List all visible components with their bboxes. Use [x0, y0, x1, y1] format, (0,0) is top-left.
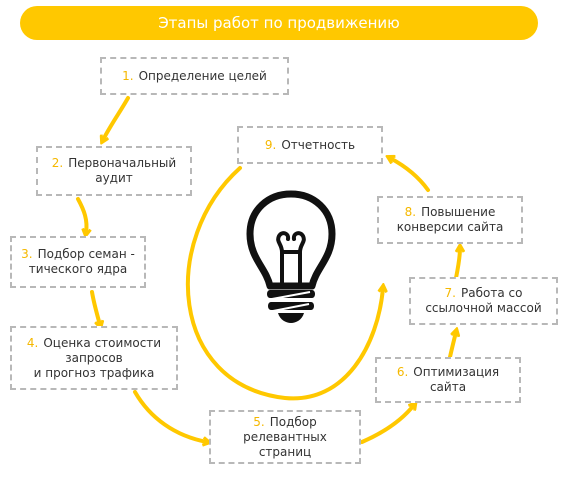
arrow-6-7: [448, 332, 456, 359]
step-1: 1. Определение целей: [100, 57, 289, 95]
step-5-line-2: страниц: [258, 444, 312, 459]
arrow-5-6: [360, 405, 414, 444]
step-4-line-2: запросов: [65, 350, 123, 365]
step-8-line-1: Повышение: [421, 205, 496, 219]
step-9-number: 9.: [264, 137, 277, 152]
step-2-number: 2.: [51, 156, 64, 170]
arrow-8-9: [390, 158, 430, 192]
arrow-1-2: [103, 96, 130, 140]
step-1-text: 1. Определение целей: [122, 69, 267, 84]
step-7-number: 7.: [444, 286, 456, 300]
step-4-line-3: и прогноз трафика: [33, 365, 155, 380]
arrow-2-3: [76, 197, 87, 233]
step-9-text: 9. Отчетность: [265, 138, 355, 153]
lightbulb-icon: [246, 190, 336, 323]
step-9: 9. Отчетность: [237, 126, 383, 164]
step-1-number: 1.: [122, 68, 134, 83]
step-6-number: 6.: [396, 365, 409, 379]
step-8-line-2: конверсии сайта: [396, 220, 504, 234]
step-6-line-2: сайта: [429, 380, 467, 394]
step-2-line-1: Первоначальный: [68, 156, 177, 170]
step-5-line-1: Подбор релевантных: [243, 414, 327, 444]
title-banner: Этапы работ по продвижению: [20, 6, 538, 40]
step-3: 3. Подбор семан -тического ядра: [10, 236, 146, 288]
arrow-4-5: [133, 390, 207, 442]
step-7-line-1: Работа со: [461, 286, 523, 300]
step-2-line-2: аудит: [95, 171, 133, 185]
step-6-line-1: Оптимизация: [413, 365, 500, 379]
step-3-number: 3.: [21, 247, 33, 261]
step-3-line-1: Подбор семан -: [37, 247, 135, 261]
arrow-7-8: [454, 248, 460, 280]
step-4-line-1: Оценка стоимости: [43, 335, 162, 350]
step-7-line-2: ссылочной массой: [425, 301, 542, 315]
arrow-3-4: [90, 290, 100, 325]
step-8-number: 8.: [404, 205, 417, 219]
step-3-line-2: тического ядра: [28, 262, 128, 276]
step-9-line-1: Отчетность: [281, 137, 356, 152]
step-3-text: 3. Подбор семан -тического ядра: [21, 247, 135, 277]
step-5-number: 5.: [253, 414, 265, 429]
step-1-line-1: Определение целей: [138, 68, 267, 83]
step-4-number: 4.: [26, 335, 39, 350]
cycle-arrow: [186, 166, 383, 401]
